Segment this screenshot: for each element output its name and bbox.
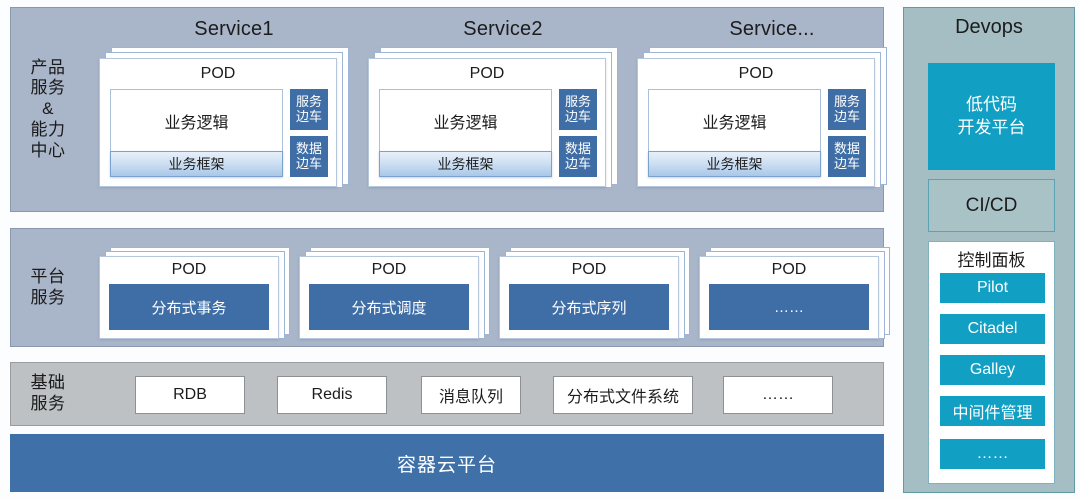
infra-item-message-queue[interactable]: 消息队列 — [421, 376, 521, 414]
pod-main-container: 业务逻辑 业务框架 — [648, 89, 821, 177]
product-service-band-label: 产品 服务 & 能力 中心 — [30, 57, 66, 160]
pod-label: POD — [738, 65, 774, 82]
sidecar-group: 服务 边车 数据 边车 — [559, 89, 597, 177]
service-sidecar-block: 服务 边车 — [290, 89, 328, 130]
infrastructure-service-band: 基础 服务 RDB Redis 消息队列 分布式文件系统 …… — [10, 362, 884, 426]
container-cloud-platform-bar[interactable]: 容器云平台 — [10, 434, 884, 492]
business-framework-block: 业务框架 — [648, 151, 821, 177]
platform-service-chip: 分布式调度 — [309, 284, 469, 330]
infra-item-more[interactable]: …… — [723, 376, 833, 414]
platform-service-band: 平台 服务 POD 分布式事务 POD 分布式调度 POD 分布式序列 — [10, 228, 890, 347]
service-title: Service2 — [463, 18, 543, 40]
pod-card[interactable]: POD 分布式序列 — [499, 256, 679, 339]
service-sidecar-block: 服务 边车 — [828, 89, 866, 130]
platform-service-chip: 分布式序列 — [509, 284, 669, 330]
pod-main-container: 业务逻辑 业务框架 — [110, 89, 283, 177]
cicd-box[interactable]: CI/CD — [928, 179, 1055, 232]
platform-pod-4[interactable]: POD …… — [699, 247, 895, 339]
platform-service-band-label: 平台 服务 — [30, 266, 66, 307]
pod-label: POD — [571, 261, 607, 278]
service-sidecar-block: 服务 边车 — [559, 89, 597, 130]
sidecar-group: 服务 边车 数据 边车 — [828, 89, 866, 177]
control-panel-item-pilot[interactable]: Pilot — [940, 273, 1045, 303]
platform-service-chip: …… — [709, 284, 869, 330]
control-panel-title: 控制面板 — [957, 251, 1026, 270]
infra-item-distributed-file-system[interactable]: 分布式文件系统 — [553, 376, 693, 414]
data-sidecar-block: 数据 边车 — [559, 136, 597, 177]
service-title: Service... — [729, 18, 815, 40]
pod-card[interactable]: POD …… — [699, 256, 879, 339]
pod-stack[interactable]: POD 业务逻辑 业务框架 服务 边车 数据 边车 — [99, 47, 349, 188]
pod-body: 业务逻辑 业务框架 服务 边车 数据 边车 — [648, 89, 866, 177]
platform-pod-3[interactable]: POD 分布式序列 — [499, 247, 695, 339]
infrastructure-service-band-label: 基础 服务 — [30, 373, 66, 413]
pod-stack[interactable]: POD 业务逻辑 业务框架 服务 边车 数据 边车 — [368, 47, 618, 188]
service-column-2[interactable]: Service2 POD 业务逻辑 业务框架 服务 边车 数据 边车 — [368, 18, 638, 198]
infra-item-redis[interactable]: Redis — [277, 376, 387, 414]
pod-main-container: 业务逻辑 业务框架 — [379, 89, 552, 177]
business-logic-block: 业务逻辑 — [111, 90, 282, 151]
pod-stack[interactable]: POD 业务逻辑 业务框架 服务 边车 数据 边车 — [637, 47, 887, 188]
service-column-1[interactable]: Service1 POD 业务逻辑 业务框架 服务 边车 数据 边车 — [99, 18, 369, 198]
pod-body: 业务逻辑 业务框架 服务 边车 数据 边车 — [110, 89, 328, 177]
pod-body: 业务逻辑 业务框架 服务 边车 数据 边车 — [379, 89, 597, 177]
devops-panel-title: Devops — [955, 16, 1023, 38]
control-panel-item-citadel[interactable]: Citadel — [940, 314, 1045, 344]
platform-pod-1[interactable]: POD 分布式事务 — [99, 247, 295, 339]
service-column-3[interactable]: Service... POD 业务逻辑 业务框架 服务 边车 数据 边车 — [637, 18, 907, 198]
platform-service-chip: 分布式事务 — [109, 284, 269, 330]
business-logic-block: 业务逻辑 — [649, 90, 820, 151]
business-framework-block: 业务框架 — [379, 151, 552, 177]
pod-card[interactable]: POD 分布式调度 — [299, 256, 479, 339]
pod-label: POD — [469, 65, 505, 82]
pod-label: POD — [771, 261, 807, 278]
control-panel-box: 控制面板 Pilot Citadel Galley 中间件管理 …… — [928, 241, 1055, 484]
service-title: Service1 — [194, 18, 274, 40]
infra-item-rdb[interactable]: RDB — [135, 376, 245, 414]
devops-panel: Devops 低代码 开发平台 CI/CD 控制面板 Pilot Citadel… — [903, 7, 1075, 493]
pod-label: POD — [200, 65, 236, 82]
data-sidecar-block: 数据 边车 — [828, 136, 866, 177]
control-panel-item-galley[interactable]: Galley — [940, 355, 1045, 385]
pod-card[interactable]: POD 业务逻辑 业务框架 服务 边车 数据 边车 — [368, 58, 606, 187]
control-panel-item-middleware[interactable]: 中间件管理 — [940, 396, 1045, 426]
platform-pod-2[interactable]: POD 分布式调度 — [299, 247, 495, 339]
product-service-band: 产品 服务 & 能力 中心 Service1 POD 业务逻辑 业务框架 服务 … — [10, 7, 887, 212]
sidecar-group: 服务 边车 数据 边车 — [290, 89, 328, 177]
pod-label: POD — [371, 261, 407, 278]
pod-label: POD — [171, 261, 207, 278]
low-code-platform-box[interactable]: 低代码 开发平台 — [928, 63, 1055, 170]
pod-card[interactable]: POD 业务逻辑 业务框架 服务 边车 数据 边车 — [637, 58, 875, 187]
data-sidecar-block: 数据 边车 — [290, 136, 328, 177]
business-logic-block: 业务逻辑 — [380, 90, 551, 151]
business-framework-block: 业务框架 — [110, 151, 283, 177]
pod-card[interactable]: POD 分布式事务 — [99, 256, 279, 339]
control-panel-item-more[interactable]: …… — [940, 439, 1045, 469]
pod-card[interactable]: POD 业务逻辑 业务框架 服务 边车 数据 边车 — [99, 58, 337, 187]
